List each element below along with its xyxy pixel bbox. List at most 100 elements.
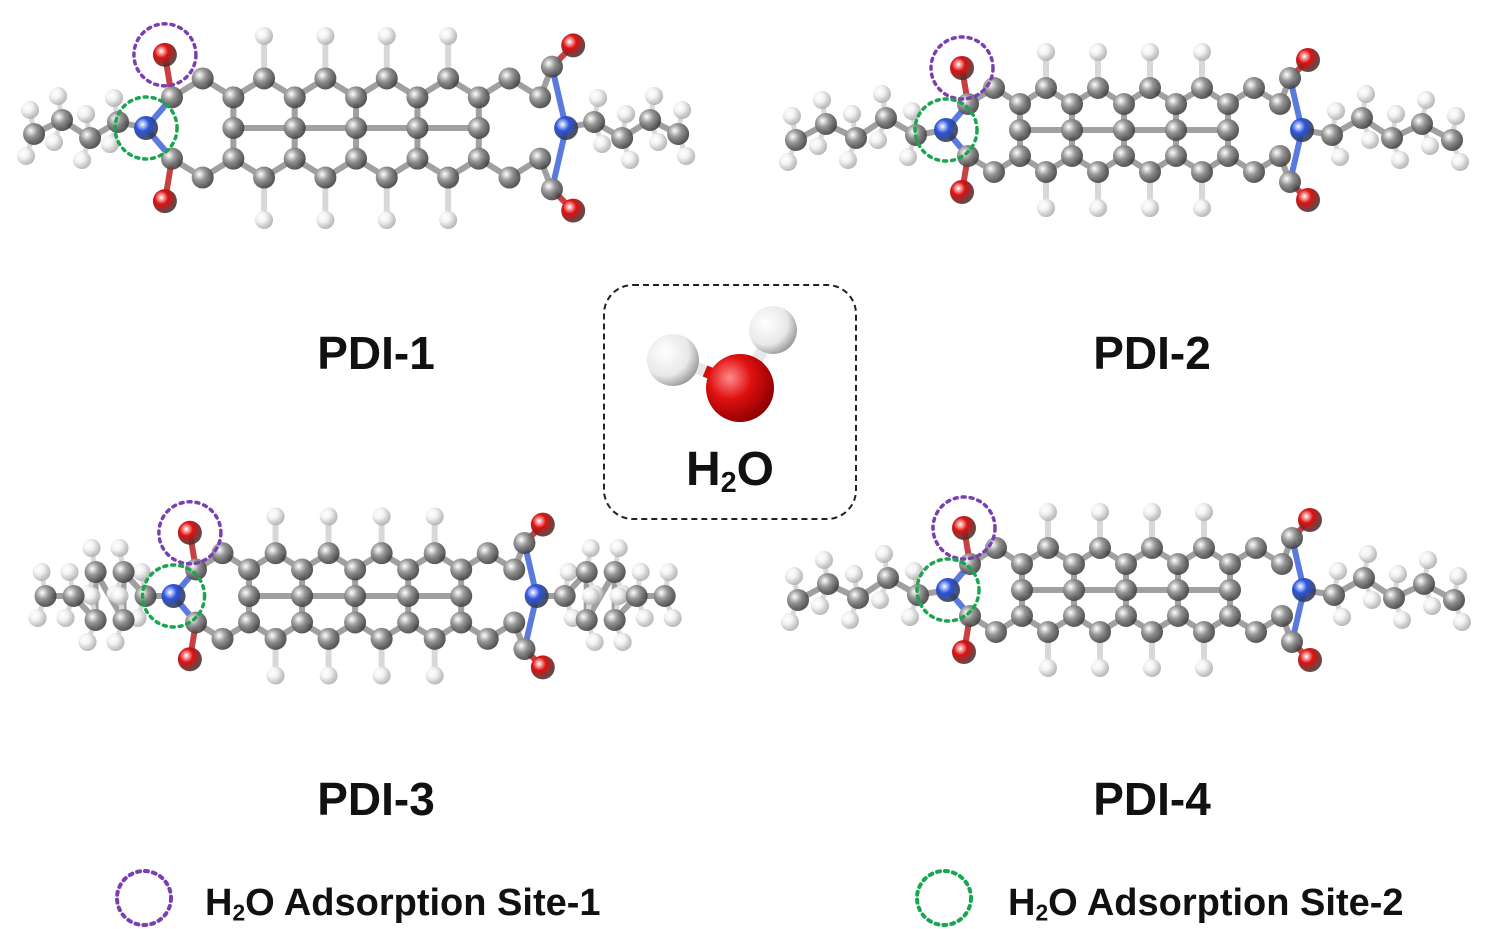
- atom-H: [316, 211, 335, 230]
- atom-C: [817, 573, 839, 595]
- atom-N: [936, 578, 960, 602]
- atom-C: [314, 67, 337, 90]
- atom-C: [314, 166, 337, 189]
- atom-H: [815, 551, 833, 569]
- legend-site-1-label: H2O Adsorption Site-1: [205, 882, 601, 926]
- atom-C: [112, 561, 135, 583]
- atom-C: [1269, 145, 1291, 167]
- atom-H: [779, 153, 797, 171]
- atom-C: [540, 55, 563, 78]
- atom-H: [635, 609, 654, 627]
- atom-C: [423, 627, 446, 650]
- atom-H: [45, 133, 64, 151]
- atom-H: [82, 539, 101, 557]
- atom-C: [264, 542, 287, 565]
- atom-H: [1419, 551, 1437, 569]
- atom-H: [1453, 613, 1471, 631]
- atom-H: [809, 137, 827, 155]
- atom-C: [317, 542, 340, 565]
- atom-C: [603, 609, 626, 631]
- atom-C: [1281, 631, 1303, 653]
- atom-C: [283, 86, 306, 109]
- atom-C: [23, 123, 46, 145]
- atom-C: [1167, 605, 1189, 627]
- atom-C: [238, 558, 261, 581]
- atom-C: [529, 147, 552, 170]
- atom-H: [1423, 597, 1441, 615]
- atom-H: [1449, 567, 1467, 585]
- atom-C: [1037, 537, 1059, 559]
- atom-H: [1357, 85, 1375, 103]
- atom-O: [1296, 48, 1320, 72]
- atom-C: [1217, 145, 1239, 167]
- water-formula: H2O: [685, 443, 775, 500]
- atom-C: [191, 67, 214, 90]
- atom-C: [983, 77, 1005, 99]
- atom-C: [985, 621, 1007, 643]
- atom-C: [1243, 77, 1265, 99]
- atom-C: [283, 147, 306, 170]
- atom-C: [1351, 107, 1373, 129]
- atom-C: [1353, 567, 1375, 589]
- atom-H: [645, 87, 664, 105]
- atom-C: [1141, 621, 1163, 643]
- atom-C: [84, 561, 107, 583]
- atom-C: [1063, 579, 1085, 601]
- atom-H: [593, 135, 612, 153]
- atom-C: [653, 585, 676, 607]
- atom-H: [843, 105, 861, 123]
- atom-N: [161, 584, 186, 608]
- atom-H: [425, 507, 444, 526]
- atom-C: [291, 611, 314, 634]
- atom-H: [1037, 43, 1055, 61]
- atom-C: [79, 127, 102, 149]
- atom-H: [1329, 562, 1347, 580]
- atom-C: [875, 107, 897, 129]
- atom-H: [617, 105, 636, 123]
- atom-H: [609, 539, 628, 557]
- atom-C: [1441, 129, 1463, 151]
- atom-C: [1113, 93, 1135, 115]
- atom-C: [575, 561, 598, 583]
- atom-C: [345, 117, 368, 139]
- atom-C: [959, 605, 981, 627]
- atom-C: [815, 113, 837, 135]
- atom-H: [425, 666, 444, 685]
- atom-H: [1447, 107, 1465, 125]
- atom-C: [540, 178, 563, 201]
- atom-C: [1279, 171, 1301, 193]
- atom-C: [1381, 127, 1403, 149]
- atom-H: [663, 609, 682, 627]
- atom-H: [1037, 199, 1055, 217]
- atom-H: [105, 89, 124, 107]
- atom-H: [839, 151, 857, 169]
- atom-O: [152, 189, 177, 214]
- atom-O: [1298, 648, 1322, 672]
- atom-C: [1035, 161, 1057, 183]
- atom-H: [77, 105, 96, 123]
- atom-C: [317, 627, 340, 650]
- atom-C: [1115, 579, 1137, 601]
- atom-H: [372, 507, 391, 526]
- atom-H: [56, 609, 75, 627]
- atom-C: [253, 166, 276, 189]
- atom-C: [847, 587, 869, 609]
- atom-H: [589, 89, 608, 107]
- atom-C: [51, 109, 74, 131]
- atom-O: [950, 56, 974, 80]
- atom-N: [1290, 118, 1314, 142]
- atom-H: [28, 609, 47, 627]
- atom-C: [437, 67, 460, 90]
- atom-O: [177, 520, 202, 545]
- atom-C: [84, 609, 107, 631]
- atom-H: [316, 26, 335, 45]
- atom-N: [134, 116, 159, 140]
- atom-C: [667, 123, 690, 145]
- atom-H: [1091, 659, 1109, 677]
- atom-H: [377, 211, 396, 230]
- atom-C: [553, 585, 576, 607]
- atom-H: [101, 135, 120, 153]
- atom-H: [873, 85, 891, 103]
- atom-C: [1245, 621, 1267, 643]
- atom-H: [1193, 43, 1211, 61]
